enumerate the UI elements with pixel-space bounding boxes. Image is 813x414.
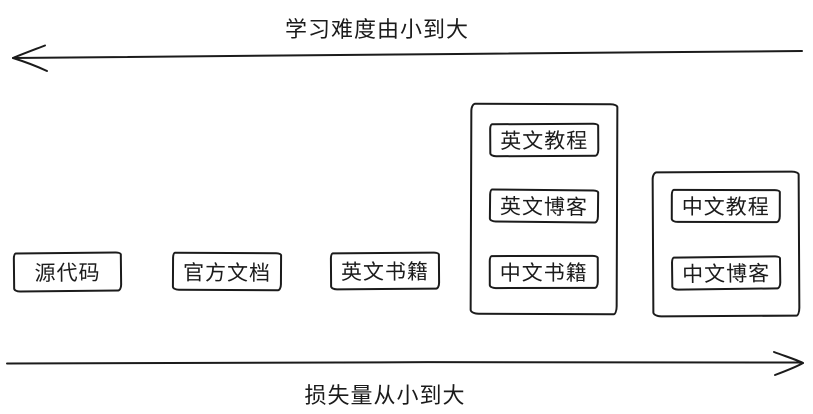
node-english-books: 英文书籍: [329, 251, 441, 291]
top-axis-label: 学习难度由小到大: [284, 17, 470, 42]
node-chinese-books: 中文书籍: [488, 254, 599, 290]
node-source-code: 源代码: [12, 251, 123, 293]
node-official-docs: 官方文档: [171, 251, 283, 292]
node-chinese-tutorials: 中文教程: [670, 188, 781, 224]
node-chinese-blogs: 中文博客: [670, 255, 782, 291]
node-english-tutorials: 英文教程: [489, 122, 600, 158]
bottom-axis-label: 损失量从小到大: [304, 383, 466, 408]
group-box-english-chinese: 英文教程 英文博客 中文书籍: [469, 102, 619, 316]
group-box-chinese: 中文教程 中文博客: [651, 170, 801, 318]
right-arrow-icon: [6, 351, 804, 376]
left-arrow-icon: [12, 44, 803, 72]
node-english-blogs: 英文博客: [488, 188, 600, 224]
